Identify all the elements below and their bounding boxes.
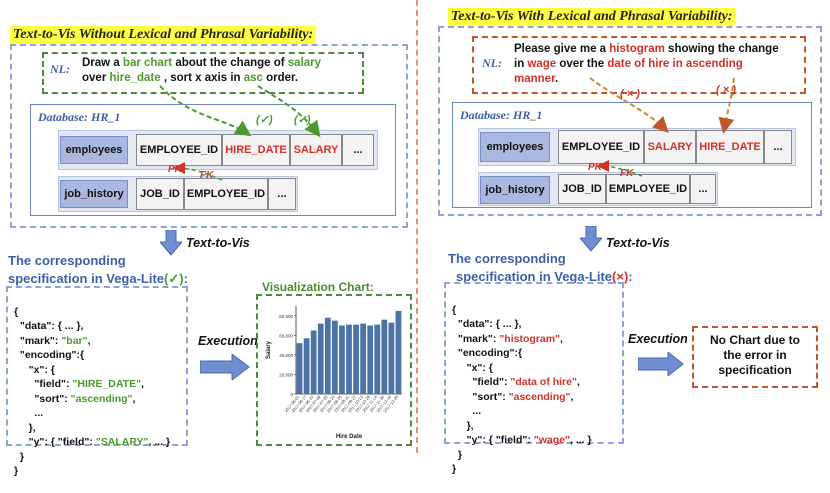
right-emp-col-employee-id: EMPLOYEE_ID	[558, 130, 644, 164]
right-emp-col-salary: SALARY	[644, 130, 696, 164]
right-job-col-more: ...	[690, 174, 716, 204]
left-code: { "data": { ... }, "mark": "bar", "encod…	[14, 305, 171, 478]
left-job-col-employee-id: EMPLOYEE_ID	[184, 178, 268, 210]
left-fk-label: FK	[200, 170, 214, 181]
right-code-box	[444, 282, 624, 444]
left-text-to-vis-label: Text-to-Vis	[186, 236, 250, 250]
left-job-history-table: job_history	[60, 180, 128, 208]
left-nl-text: Draw a bar chart about the change of sal…	[82, 57, 322, 84]
left-execution-arrow-icon	[200, 354, 250, 380]
x-axis-title: Hire Date	[336, 434, 363, 440]
right-fk-label: FK	[620, 168, 634, 179]
right-emp-col-hire-date: HIRE_DATE	[696, 130, 764, 164]
right-input-box	[438, 26, 822, 216]
y-tick-label: 40,000	[279, 353, 293, 358]
chart-bar	[310, 330, 317, 394]
left-arrows	[159, 85, 321, 181]
left-input-box	[10, 44, 408, 228]
left-emp-col-more: ...	[342, 134, 374, 166]
left-database-label: Database: HR_1	[38, 110, 121, 124]
left-emp-col-salary: SALARY	[290, 134, 342, 166]
right-employees-table: employees	[480, 132, 550, 162]
y-axis-title: Salary	[266, 340, 272, 359]
y-tick-label: 80,000	[279, 314, 293, 319]
left-vis-title: Visualization Chart:	[262, 280, 374, 294]
right-cross-2: ( × )	[716, 84, 736, 96]
center-divider	[416, 0, 418, 453]
left-job-col-job-id: JOB_ID	[136, 178, 184, 210]
right-arrows	[589, 77, 735, 177]
right-database-label: Database: HR_1	[460, 108, 543, 122]
y-tick-label: 0	[290, 392, 293, 397]
left-nl-label: NL:	[50, 62, 70, 76]
left-nl-box	[42, 52, 364, 94]
chart-bar	[367, 325, 374, 394]
chart-bar	[395, 310, 402, 394]
left-check-1: (✓)	[256, 114, 273, 126]
chart-bar	[353, 324, 359, 394]
right-no-chart-text: No Chart due to the error in specificati…	[710, 333, 800, 377]
left-emp-col-employee-id: EMPLOYEE_ID	[136, 134, 222, 166]
left-employees-table: employees	[60, 136, 128, 164]
left-emp-col-hire-date: HIRE_DATE	[222, 134, 290, 166]
chart-bar	[331, 320, 338, 394]
left-header: Text-to-Vis Without Lexical and Phrasal …	[10, 26, 317, 44]
chart-bar	[324, 317, 331, 394]
right-spec-title-2: specification in Vega-Lite(×):	[456, 269, 633, 284]
chart-bar	[346, 324, 352, 394]
right-nl-box	[472, 36, 806, 94]
right-nl-text: Please give me a histogram showing the c…	[514, 43, 779, 85]
right-spec-title-1: The corresponding	[448, 251, 566, 266]
right-no-chart-box	[692, 326, 818, 388]
left-code-box	[6, 286, 188, 446]
y-tick-label: 60,000	[279, 333, 293, 338]
chart-bar	[381, 319, 388, 394]
chart-bar	[296, 343, 303, 394]
right-emp-col-more: ...	[764, 130, 792, 164]
chart-bar	[374, 324, 381, 394]
left-execution-label: Execution	[198, 334, 258, 348]
right-job-col-employee-id: EMPLOYEE_ID	[606, 174, 690, 204]
right-nl-label: NL:	[482, 56, 502, 70]
right-job-history-table: job_history	[480, 176, 550, 204]
chart-bar	[339, 325, 345, 394]
right-pk-label: PK	[588, 162, 602, 173]
left-spec-title-2: specification in Vega-Lite(✓):	[8, 271, 188, 286]
right-cross-1: ( × )	[620, 88, 640, 100]
chart-bar	[360, 323, 367, 394]
chart-bar	[317, 323, 324, 394]
left-vis-box	[256, 294, 412, 446]
right-down-arrow-icon	[580, 226, 602, 252]
y-tick-label: 20,000	[279, 372, 293, 377]
right-text-to-vis-label: Text-to-Vis	[606, 236, 670, 250]
chart-bar	[388, 322, 395, 394]
left-down-arrow-icon	[160, 230, 182, 256]
right-execution-arrow-icon	[638, 352, 684, 376]
right-job-col-job-id: JOB_ID	[558, 174, 606, 204]
left-job-col-more: ...	[268, 178, 296, 210]
left-spec-title-1: The corresponding	[8, 253, 126, 268]
right-execution-label: Execution	[628, 332, 688, 346]
visualization-chart: 020,00040,00060,00080,0002017-06-012017-…	[266, 306, 402, 440]
chart-bar	[303, 338, 310, 394]
right-code: { "data": { ... }, "mark": "histogram", …	[452, 303, 592, 476]
right-header: Text-to-Vis With Lexical and Phrasal Var…	[448, 8, 736, 26]
